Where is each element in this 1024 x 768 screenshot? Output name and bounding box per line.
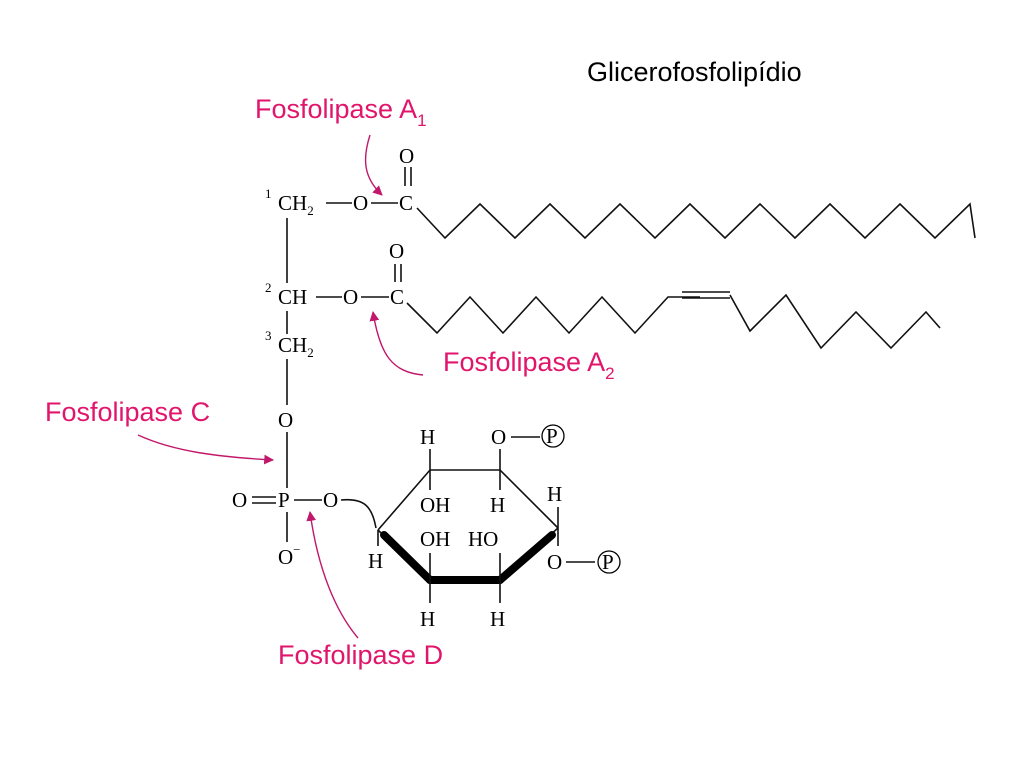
enzyme-a1-text: Fosfolipase A bbox=[255, 94, 417, 124]
enzyme-a2-subscript: 2 bbox=[605, 364, 614, 383]
ring-h-c1: H bbox=[368, 549, 383, 573]
enzyme-a2-text: Fosfolipase A bbox=[443, 347, 605, 377]
ring-h-c2: H bbox=[420, 425, 435, 449]
arrow-a1 bbox=[364, 134, 383, 196]
anionic-oxygen: O− bbox=[278, 542, 301, 569]
arrow-a2 bbox=[369, 311, 424, 376]
phosphate-oxygen-bridge: O bbox=[278, 408, 293, 432]
circled-phosphate-1: P bbox=[546, 424, 558, 448]
enzyme-label-a1: Fosfolipase A1 bbox=[255, 94, 427, 130]
ring-h-c5: H bbox=[490, 607, 505, 631]
carbonyl-carbon-2: C bbox=[390, 285, 404, 309]
ring-wedge-right bbox=[496, 531, 556, 584]
phosphate-circle-1 bbox=[541, 424, 565, 448]
carbon-position-2: 2 bbox=[265, 280, 272, 295]
carbonyl-oxygen-2: O bbox=[389, 239, 404, 263]
ring-back-bonds bbox=[377, 469, 559, 531]
ring-h-c3: H bbox=[490, 493, 505, 517]
carbonyl-oxygen-1: O bbox=[399, 144, 414, 168]
diagram-title: Glicerofosfolipídio bbox=[587, 57, 802, 87]
ring-o-c4: O bbox=[547, 550, 562, 574]
unsaturated-fatty-acid-chain-part2 bbox=[729, 293, 941, 350]
ch-group-2: CH bbox=[278, 285, 307, 309]
phosphorus-atom: P bbox=[278, 488, 290, 512]
phosphate-circle-2 bbox=[597, 550, 621, 574]
unsaturated-fatty-acid-chain-part1 bbox=[406, 295, 700, 335]
ring-wedge-left bbox=[380, 531, 434, 584]
ch2-group-1: CH2 bbox=[278, 191, 314, 218]
circled-phosphate-2: P bbox=[602, 550, 614, 574]
bond-o-ring bbox=[340, 498, 377, 529]
inositol-ester-oxygen: O bbox=[323, 488, 338, 512]
phosphoryl-oxygen: O bbox=[232, 488, 247, 512]
enzyme-a1-subscript: 1 bbox=[417, 111, 426, 130]
ring-h-c4: H bbox=[547, 482, 562, 506]
enzyme-label-a2: Fosfolipase A2 bbox=[443, 347, 615, 383]
ester-oxygen-1: O bbox=[353, 191, 368, 215]
arrow-d bbox=[306, 511, 359, 639]
carbon-position-1: 1 bbox=[265, 186, 272, 201]
carbonyl-carbon-1: C bbox=[399, 191, 413, 215]
ring-o-c3: O bbox=[491, 425, 506, 449]
inositol-ring: H H OH O P H H O P OH HO H H bbox=[368, 424, 621, 631]
phosphate-group: O P O O− bbox=[232, 488, 377, 569]
ring-ho-c5: HO bbox=[468, 527, 498, 551]
carbon-position-3: 3 bbox=[265, 328, 272, 343]
enzyme-label-d: Fosfolipase D bbox=[278, 640, 443, 670]
glycerol-backbone: 1 CH2 O C O 2 CH O C O 3 CH2 O bbox=[265, 144, 414, 488]
enzyme-label-c: Fosfolipase C bbox=[45, 397, 210, 427]
ring-oh-c2: OH bbox=[420, 493, 450, 517]
ring-oh-c6: OH bbox=[420, 527, 450, 551]
saturated-fatty-acid-chain bbox=[416, 202, 976, 240]
arrow-c bbox=[137, 434, 274, 465]
ring-h-c6: H bbox=[420, 607, 435, 631]
ester-oxygen-2: O bbox=[343, 285, 358, 309]
ch2-group-3: CH2 bbox=[278, 333, 314, 360]
